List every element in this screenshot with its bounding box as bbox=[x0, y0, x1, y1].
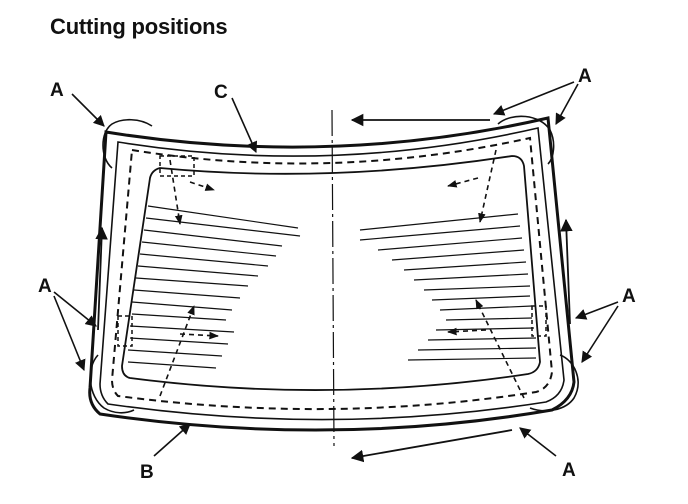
arrow-dashed-top-right-left bbox=[447, 177, 479, 188]
leader-a-left-2 bbox=[53, 295, 86, 372]
defroster-lines-left bbox=[127, 205, 301, 369]
label-a-bottom-right: A bbox=[562, 460, 576, 481]
arrow-dashed-mid-left-right bbox=[179, 331, 219, 340]
leader-c bbox=[231, 97, 258, 154]
label-c: C bbox=[214, 82, 228, 103]
label-b: B bbox=[140, 462, 154, 483]
arrow-bottom-left bbox=[350, 429, 513, 463]
arrow-dashed-bottom-right-up bbox=[475, 299, 525, 399]
defroster-lines-right bbox=[359, 213, 537, 361]
label-a-right: A bbox=[622, 286, 636, 307]
cutting-line-dashed bbox=[110, 136, 554, 411]
dashed-direction-arrows bbox=[159, 149, 525, 399]
leader-b bbox=[153, 423, 191, 457]
leader-a-left-1 bbox=[53, 291, 97, 327]
center-line bbox=[331, 109, 335, 447]
arrow-dashed-top-left-down bbox=[169, 159, 183, 225]
arrow-dashed-bottom-left-up bbox=[159, 305, 195, 397]
leader-a-right-2 bbox=[581, 305, 619, 363]
glass-inner-edge bbox=[99, 127, 565, 421]
dam-notches bbox=[117, 155, 547, 347]
leader-a-bottom-right bbox=[519, 427, 557, 457]
leader-a-top-left bbox=[71, 93, 105, 127]
leader-a-top-right-2 bbox=[555, 83, 579, 125]
glass-outer-edge bbox=[88, 116, 576, 432]
label-a-left: A bbox=[38, 276, 52, 297]
corner-pads bbox=[89, 115, 579, 414]
label-leaders bbox=[53, 81, 619, 457]
leader-a-top-right-1 bbox=[492, 81, 575, 116]
label-a-top-left: A bbox=[50, 80, 64, 101]
window-opening bbox=[121, 155, 541, 391]
solid-direction-arrows bbox=[95, 113, 573, 463]
arrow-left-side-up bbox=[95, 226, 108, 331]
arrow-dashed-top-left-right bbox=[189, 181, 215, 191]
label-a-top-right: A bbox=[578, 66, 592, 87]
arrow-dashed-mid-right-left bbox=[447, 327, 487, 336]
arrow-right-side-up bbox=[560, 218, 573, 325]
arrow-dashed-top-right-down bbox=[478, 149, 497, 223]
diagram-title: Cutting positions bbox=[50, 14, 228, 39]
leader-a-right-1 bbox=[574, 301, 619, 320]
